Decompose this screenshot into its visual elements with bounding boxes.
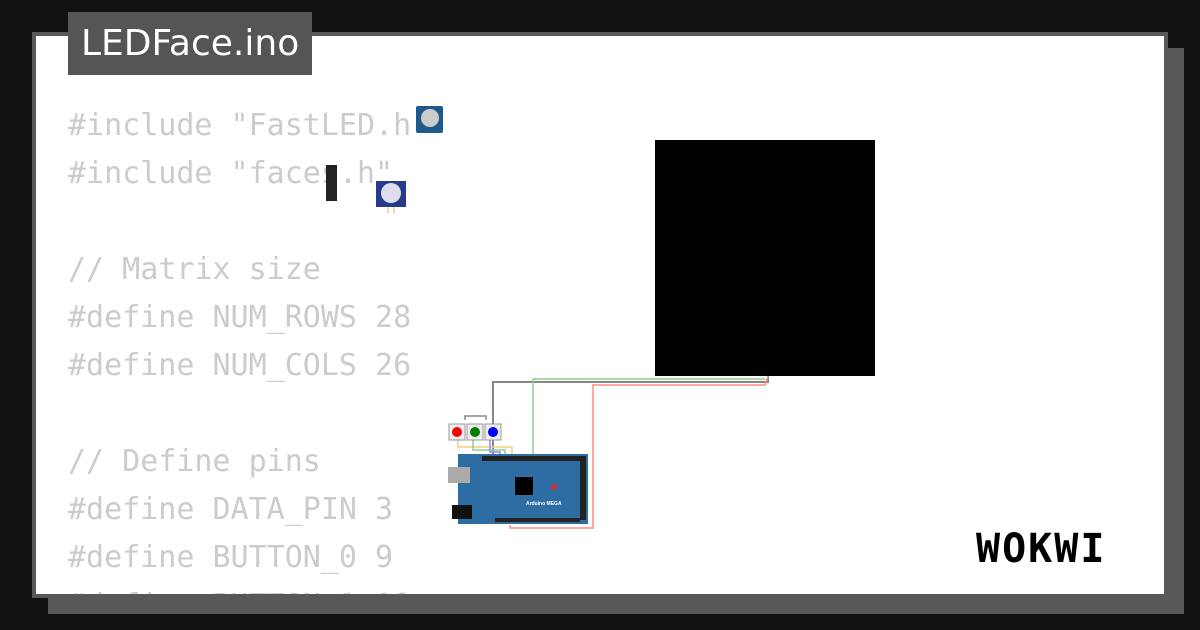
code-line: #define BUTTON_0 9 xyxy=(68,540,394,575)
arduino-mega-board: Arduino MEGA xyxy=(448,454,588,524)
potentiometer-icon xyxy=(416,106,443,133)
code-line: #include "faces.h" xyxy=(68,156,394,191)
wire-green xyxy=(532,378,765,460)
code-line: // Define pins xyxy=(68,444,321,479)
code-line: #define BUTTON_1 10 xyxy=(68,588,411,594)
button-green xyxy=(470,427,480,437)
wokwi-logo: WOKWI xyxy=(976,526,1107,572)
pin-header-icon xyxy=(326,165,337,201)
led-matrix[interactable] xyxy=(655,140,875,376)
sketch-title: LEDFace.ino xyxy=(68,12,313,75)
push-buttons xyxy=(448,415,513,456)
code-line: #define NUM_ROWS 28 xyxy=(68,300,412,335)
wire-gray xyxy=(492,376,769,455)
circuit-diagram: Arduino MEGA xyxy=(326,106,769,529)
wire-red xyxy=(509,375,769,529)
code-line: #define NUM_COLS 26 xyxy=(68,348,412,383)
code-line: // Matrix size xyxy=(68,252,321,287)
board-label: Arduino MEGA xyxy=(526,501,562,507)
code-line: #include "FastLED.h" xyxy=(68,108,430,143)
preview-card: #include "FastLED.h" #include "faces.h" … xyxy=(32,32,1168,598)
button-blue xyxy=(488,427,498,437)
code-line: #define DATA_PIN 3 xyxy=(68,492,394,527)
button-red xyxy=(452,427,462,437)
pir-sensor-icon xyxy=(376,181,406,213)
code-preview: #include "FastLED.h" #include "faces.h" … xyxy=(68,102,430,594)
